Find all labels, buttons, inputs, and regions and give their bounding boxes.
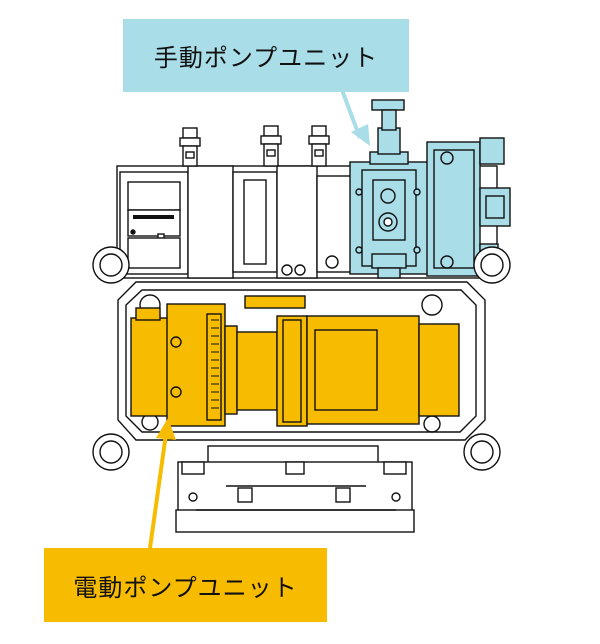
top-fitting-1 (179, 127, 201, 167)
manual-pump-unit-label: 手動ポンプユニット (123, 19, 409, 92)
electric-pump-unit-text: 電動ポンプユニット (73, 573, 298, 602)
electric-pump-unit (130, 295, 460, 427)
electric-callout-arrow (148, 418, 176, 549)
top-fitting-2 (260, 125, 282, 167)
base-plate (175, 445, 415, 533)
electric-pump-unit-label: 電動ポンプユニット (44, 548, 327, 622)
frame-lugs (92, 246, 511, 471)
manual-pump-unit-text: 手動ポンプユニット (153, 44, 379, 72)
manual-callout-arrow (340, 89, 370, 146)
top-fitting-3 (308, 125, 330, 167)
